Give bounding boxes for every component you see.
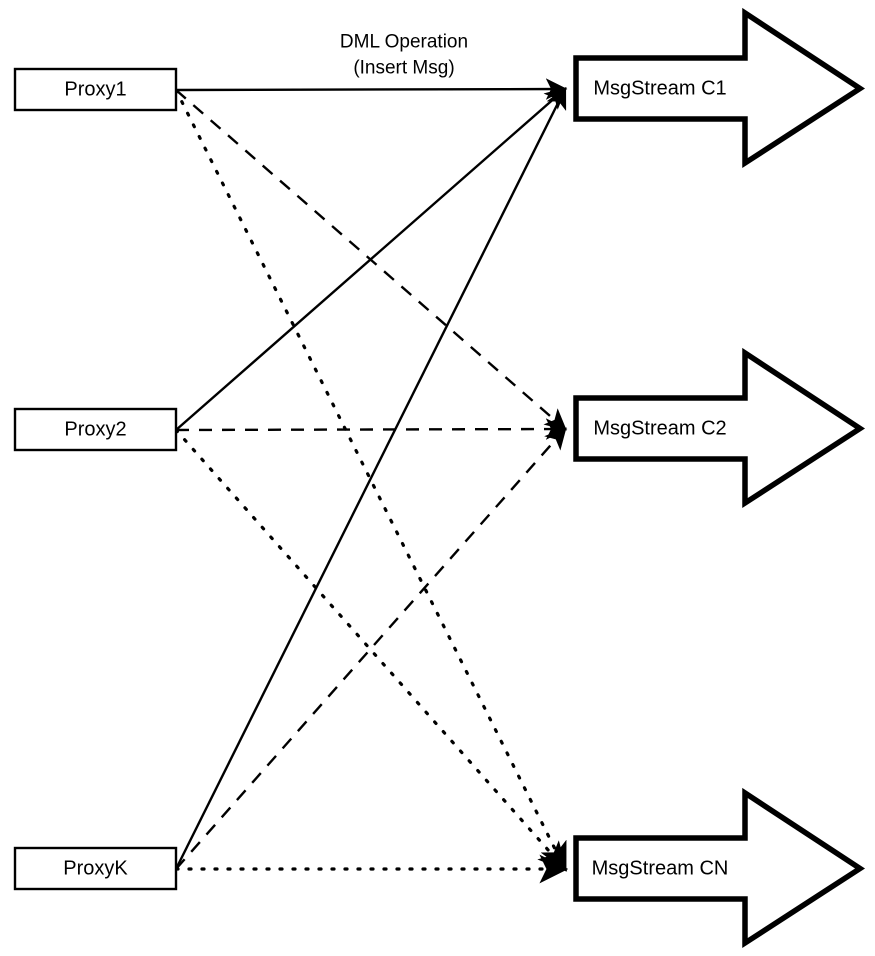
target-node-msgstream_c1[interactable]: MsgStream C1 (573, 7, 866, 169)
edge-proxyk-c1[interactable] (174, 86, 567, 870)
source-box-proxyk[interactable] (13, 846, 178, 891)
edge-proxy1-cn[interactable] (174, 88, 567, 872)
edges-group (174, 78, 569, 884)
edge-label-group: DML Operation (Insert Msg) (340, 32, 468, 79)
target-node-msgstream_c2[interactable]: MsgStream C2 (573, 347, 866, 509)
target-arrow-shape-msgstream_c2[interactable] (573, 347, 866, 509)
target-label-msgstream_c1: MsgStream C1 (593, 78, 726, 100)
edge-proxyk-c2[interactable] (175, 427, 567, 870)
source-label-proxyk: ProxyK (63, 858, 128, 880)
target-arrow-shape-msgstream_c1[interactable] (573, 7, 866, 169)
target-arrow-shape-msgstream_cn[interactable] (573, 787, 866, 949)
edge-proxy2-cn[interactable] (174, 428, 568, 872)
source-node-proxy2[interactable]: Proxy2 (13, 407, 178, 452)
source-box-proxy1[interactable] (13, 67, 178, 112)
source-box-proxy2[interactable] (13, 407, 178, 452)
dml-operation-label-line2: (Insert Msg) (353, 58, 454, 79)
target-node-msgstream_cn[interactable]: MsgStream CN (573, 787, 866, 949)
edge-proxy2-c1[interactable] (175, 87, 567, 431)
edge-proxy1-c1[interactable] (175, 78, 568, 100)
source-label-proxy2: Proxy2 (64, 419, 126, 441)
target-label-msgstream_cn: MsgStream CN (592, 858, 729, 880)
edge-proxy2-c2[interactable] (175, 418, 568, 440)
source-node-proxy1[interactable]: Proxy1 (13, 67, 178, 112)
dml-operation-label-line1: DML Operation (340, 32, 468, 53)
source-label-proxy1: Proxy1 (64, 79, 126, 101)
targets-group: MsgStream C1 MsgStream C2 MsgStream CN (573, 7, 866, 949)
source-node-proxyk[interactable]: ProxyK (13, 846, 178, 891)
target-label-msgstream_c2: MsgStream C2 (593, 418, 726, 440)
